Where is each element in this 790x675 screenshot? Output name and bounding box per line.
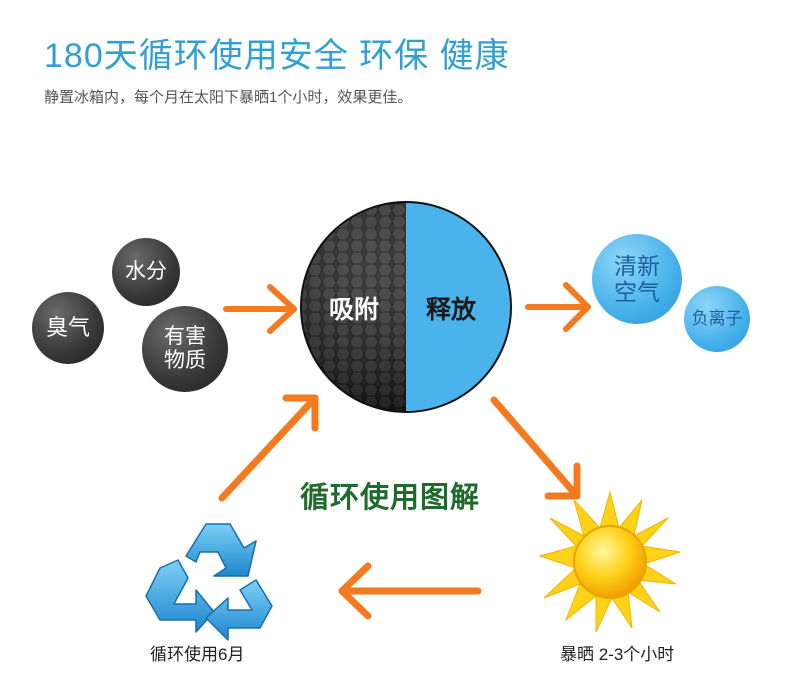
page-subtitle: 静置冰箱内，每个月在太阳下暴晒1个小时，效果更佳。 — [44, 89, 413, 106]
fresh-label-line1: 清新 — [614, 252, 660, 279]
harmful-label-wrap: 有害 物质 — [164, 325, 206, 373]
recycle-caption: 循环使用6月 — [150, 645, 245, 664]
arrow-to-sun — [490, 396, 581, 500]
fresh-air-bubble: 清新 空气 — [592, 234, 682, 324]
arrow-out-of-circle — [525, 282, 591, 332]
cycle-diagram-title: 循环使用图解 — [300, 482, 481, 514]
negative-ions-label: 负离子 — [691, 309, 743, 329]
arrow-to-circle-from-recycle — [218, 394, 319, 502]
odor-bubble: 臭气 — [32, 292, 104, 364]
sun-icon — [538, 490, 681, 633]
arrow-to-recycle — [338, 562, 482, 620]
page-title: 180天循环使用安全 环保 健康 — [44, 37, 510, 75]
fresh-label-wrap: 清新 空气 — [614, 253, 660, 306]
harmful-label-line1: 有害 — [164, 324, 206, 348]
release-label: 释放 — [426, 296, 477, 324]
odor-label: 臭气 — [45, 315, 90, 341]
absorb-label: 吸附 — [329, 296, 380, 324]
harmful-substances-bubble: 有害 物质 — [142, 306, 228, 392]
recycle-icon — [145, 523, 273, 641]
arrow-into-circle — [223, 284, 297, 334]
harmful-label-line2: 物质 — [164, 349, 206, 372]
fresh-label-line2: 空气 — [614, 279, 660, 305]
water-label: 水分 — [125, 259, 167, 283]
water-bubble: 水分 — [112, 238, 180, 306]
negative-ions-bubble: 负离子 — [684, 286, 750, 352]
adsorb-release-circle — [300, 201, 512, 413]
sun-caption: 暴晒 2-3个小时 — [560, 645, 675, 664]
